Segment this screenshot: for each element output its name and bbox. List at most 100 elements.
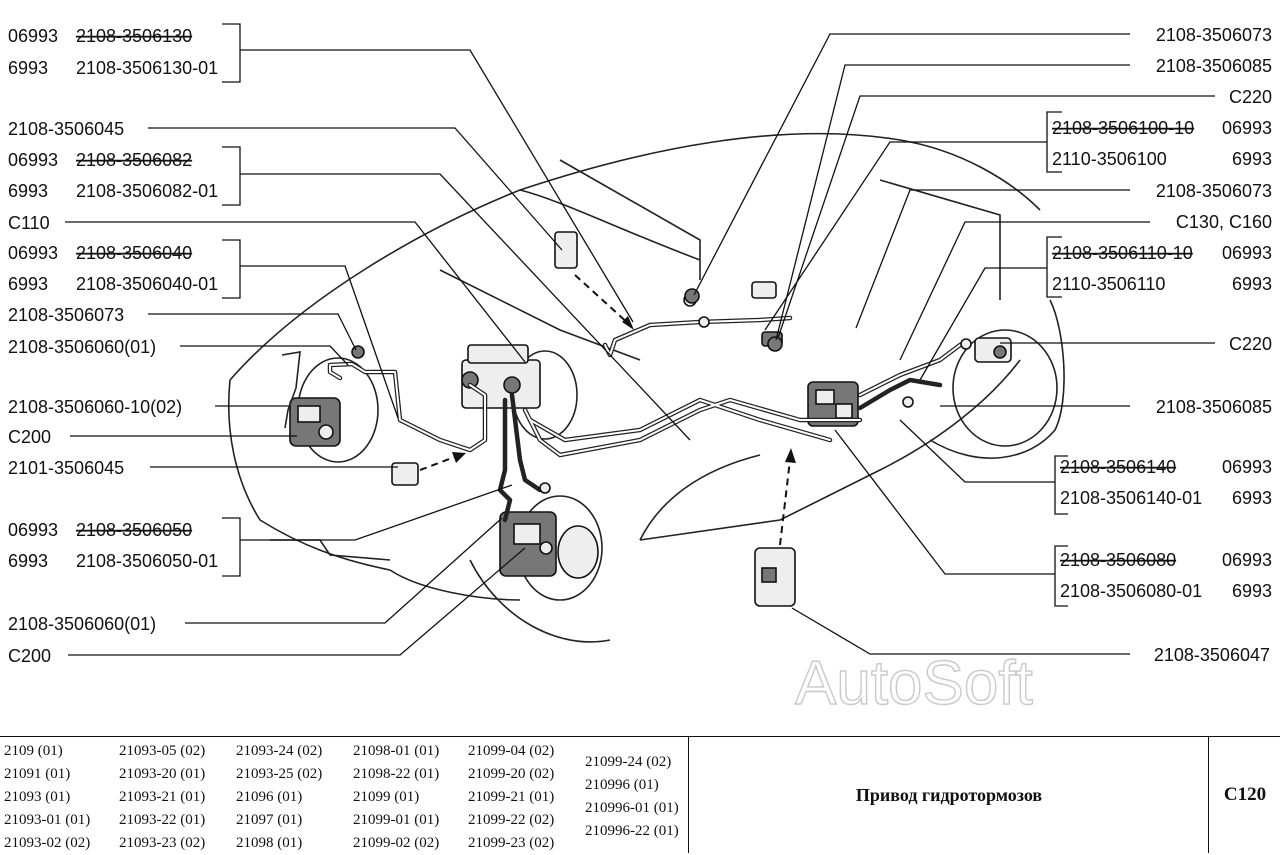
label-part: 2108-3506082-01 <box>76 181 218 201</box>
label-part: C220 <box>1229 334 1272 354</box>
label-code: 6993 <box>8 551 48 571</box>
label-part: C110 <box>8 213 50 233</box>
right-labels: 2108-3506073 2108-3506085 C220 2108-3506… <box>1052 25 1272 665</box>
diagram-title: Привод гидротормозов <box>688 737 1209 853</box>
label-part: C200 <box>8 646 51 666</box>
label-code: 6993 <box>1232 488 1272 508</box>
model-item: 21093-23 (02) <box>119 835 206 851</box>
model-column: 21098-01 (01) 21098-22 (01) 21099 (01) 2… <box>353 740 439 855</box>
model-item: 21093-02 (02) <box>4 835 91 851</box>
label-code: 6993 <box>8 58 48 78</box>
bracket-top <box>554 231 634 330</box>
model-item: 21099-21 (01) <box>468 789 555 805</box>
label-part: 2108-3506060(01) <box>8 614 156 634</box>
model-item: 21099 (01) <box>353 789 420 805</box>
model-item: 21099-02 (02) <box>353 835 440 851</box>
label-part: 2108-3506085 <box>1156 397 1272 417</box>
label-part: 2108-3506047 <box>1154 645 1270 665</box>
model-item: 21099-04 (02) <box>468 743 555 759</box>
left-label-brackets <box>222 23 241 577</box>
model-item: 21093-20 (01) <box>119 766 206 782</box>
model-item: 21099-23 (02) <box>468 835 555 851</box>
label-part: 2108-3506130-01 <box>76 58 218 78</box>
label-code: 6993 <box>8 274 48 294</box>
model-item: 21091 (01) <box>4 766 71 782</box>
model-item: 21093-22 (01) <box>119 812 206 828</box>
label-part: 2108-3506085 <box>1156 56 1272 76</box>
left-leader-lines <box>65 49 691 656</box>
model-item: 210996 (01) <box>585 777 659 793</box>
label-part: 2108-3506050 <box>76 520 192 540</box>
bracket-bottom <box>754 448 796 607</box>
model-item: 21096 (01) <box>236 789 303 805</box>
label-part: 2108-3506110-10 <box>1052 243 1193 263</box>
model-item: 21098-22 (01) <box>353 766 440 782</box>
left-labels: 06993 2108-3506130 6993 2108-3506130-01 … <box>8 26 218 666</box>
label-part: 2108-3506073 <box>8 305 124 325</box>
label-part: 2108-3506040 <box>76 243 192 263</box>
footer-table: 2109 (01) 21091 (01) 21093 (01) 21093-01… <box>0 736 1280 853</box>
model-item: 21093-05 (02) <box>119 743 206 759</box>
label-code: 06993 <box>1222 550 1272 570</box>
label-part: 2108-3506080-01 <box>1060 581 1202 601</box>
model-item: 21099-22 (02) <box>468 812 555 828</box>
model-item: 21093-21 (01) <box>119 789 206 805</box>
label-part: 2108-3506140 <box>1060 457 1176 477</box>
label-code: 06993 <box>1222 243 1272 263</box>
label-part: 2108-3506140-01 <box>1060 488 1202 508</box>
label-part: 2108-3506100-10 <box>1052 118 1194 138</box>
model-item: 2109 (01) <box>4 743 63 759</box>
label-part: 2108-3506040-01 <box>76 274 218 294</box>
model-list: 2109 (01) 21091 (01) 21093 (01) 21093-01… <box>0 737 688 853</box>
page-code: C120 <box>1208 737 1280 853</box>
front-left-brake <box>281 351 379 463</box>
master-cylinder <box>461 344 578 440</box>
model-item: 21099-01 (01) <box>353 812 440 828</box>
label-code: 6993 <box>1232 581 1272 601</box>
model-item: 210996-22 (01) <box>585 823 679 839</box>
label-part: 2108-3506130 <box>76 26 192 46</box>
label-part: 2108-3506080 <box>1060 550 1176 570</box>
brake-pipes <box>327 315 963 523</box>
model-column: 21093-05 (02) 21093-20 (01) 21093-21 (01… <box>119 740 205 855</box>
label-code: 06993 <box>1222 118 1272 138</box>
label-code: 6993 <box>1232 149 1272 169</box>
model-item: 21093-01 (01) <box>4 812 91 828</box>
label-part: C130, C160 <box>1176 212 1272 232</box>
watermark: AutoSoft <box>795 649 1033 718</box>
label-code: 6993 <box>8 181 48 201</box>
fittings <box>351 288 972 494</box>
model-item: 21097 (01) <box>236 812 303 828</box>
bracket-left <box>391 452 466 486</box>
rear-wheel-cylinder <box>952 329 1058 447</box>
label-part: 2108-3506073 <box>1156 181 1272 201</box>
label-part: 2108-3506082 <box>76 150 192 170</box>
label-part: 2108-3506060(01) <box>8 337 156 357</box>
pressure-regulator <box>807 381 859 427</box>
right-leader-lines <box>693 33 1215 655</box>
label-code: 06993 <box>8 243 58 263</box>
rear-left-hose-assembly <box>683 281 783 347</box>
model-column: 21099-24 (02) 210996 (01) 210996-01 (01)… <box>585 751 679 843</box>
label-part: 2108-3506060-10(02) <box>8 397 182 417</box>
label-part: 2110-3506100 <box>1052 149 1167 169</box>
model-item: 21093-24 (02) <box>236 743 323 759</box>
model-item: 210996-01 (01) <box>585 800 679 816</box>
model-item: 21099-20 (02) <box>468 766 555 782</box>
label-code: 6993 <box>1232 274 1272 294</box>
label-code: 06993 <box>8 520 58 540</box>
label-part: 2108-3506073 <box>1156 25 1272 45</box>
label-part: 2110-3506110 <box>1052 274 1165 294</box>
model-column: 21099-04 (02) 21099-20 (02) 21099-21 (01… <box>468 740 554 855</box>
model-item: 21093 (01) <box>4 789 71 805</box>
model-column: 2109 (01) 21091 (01) 21093 (01) 21093-01… <box>4 740 90 855</box>
label-part: C200 <box>8 427 51 447</box>
label-code: 06993 <box>8 150 58 170</box>
label-part: 2108-3506050-01 <box>76 551 218 571</box>
model-item: 21098-01 (01) <box>353 743 440 759</box>
model-item: 21093-25 (02) <box>236 766 323 782</box>
model-column: 21093-24 (02) 21093-25 (02) 21096 (01) 2… <box>236 740 322 855</box>
label-part: 2108-3506045 <box>8 119 124 139</box>
label-part: 2101-3506045 <box>8 458 124 478</box>
